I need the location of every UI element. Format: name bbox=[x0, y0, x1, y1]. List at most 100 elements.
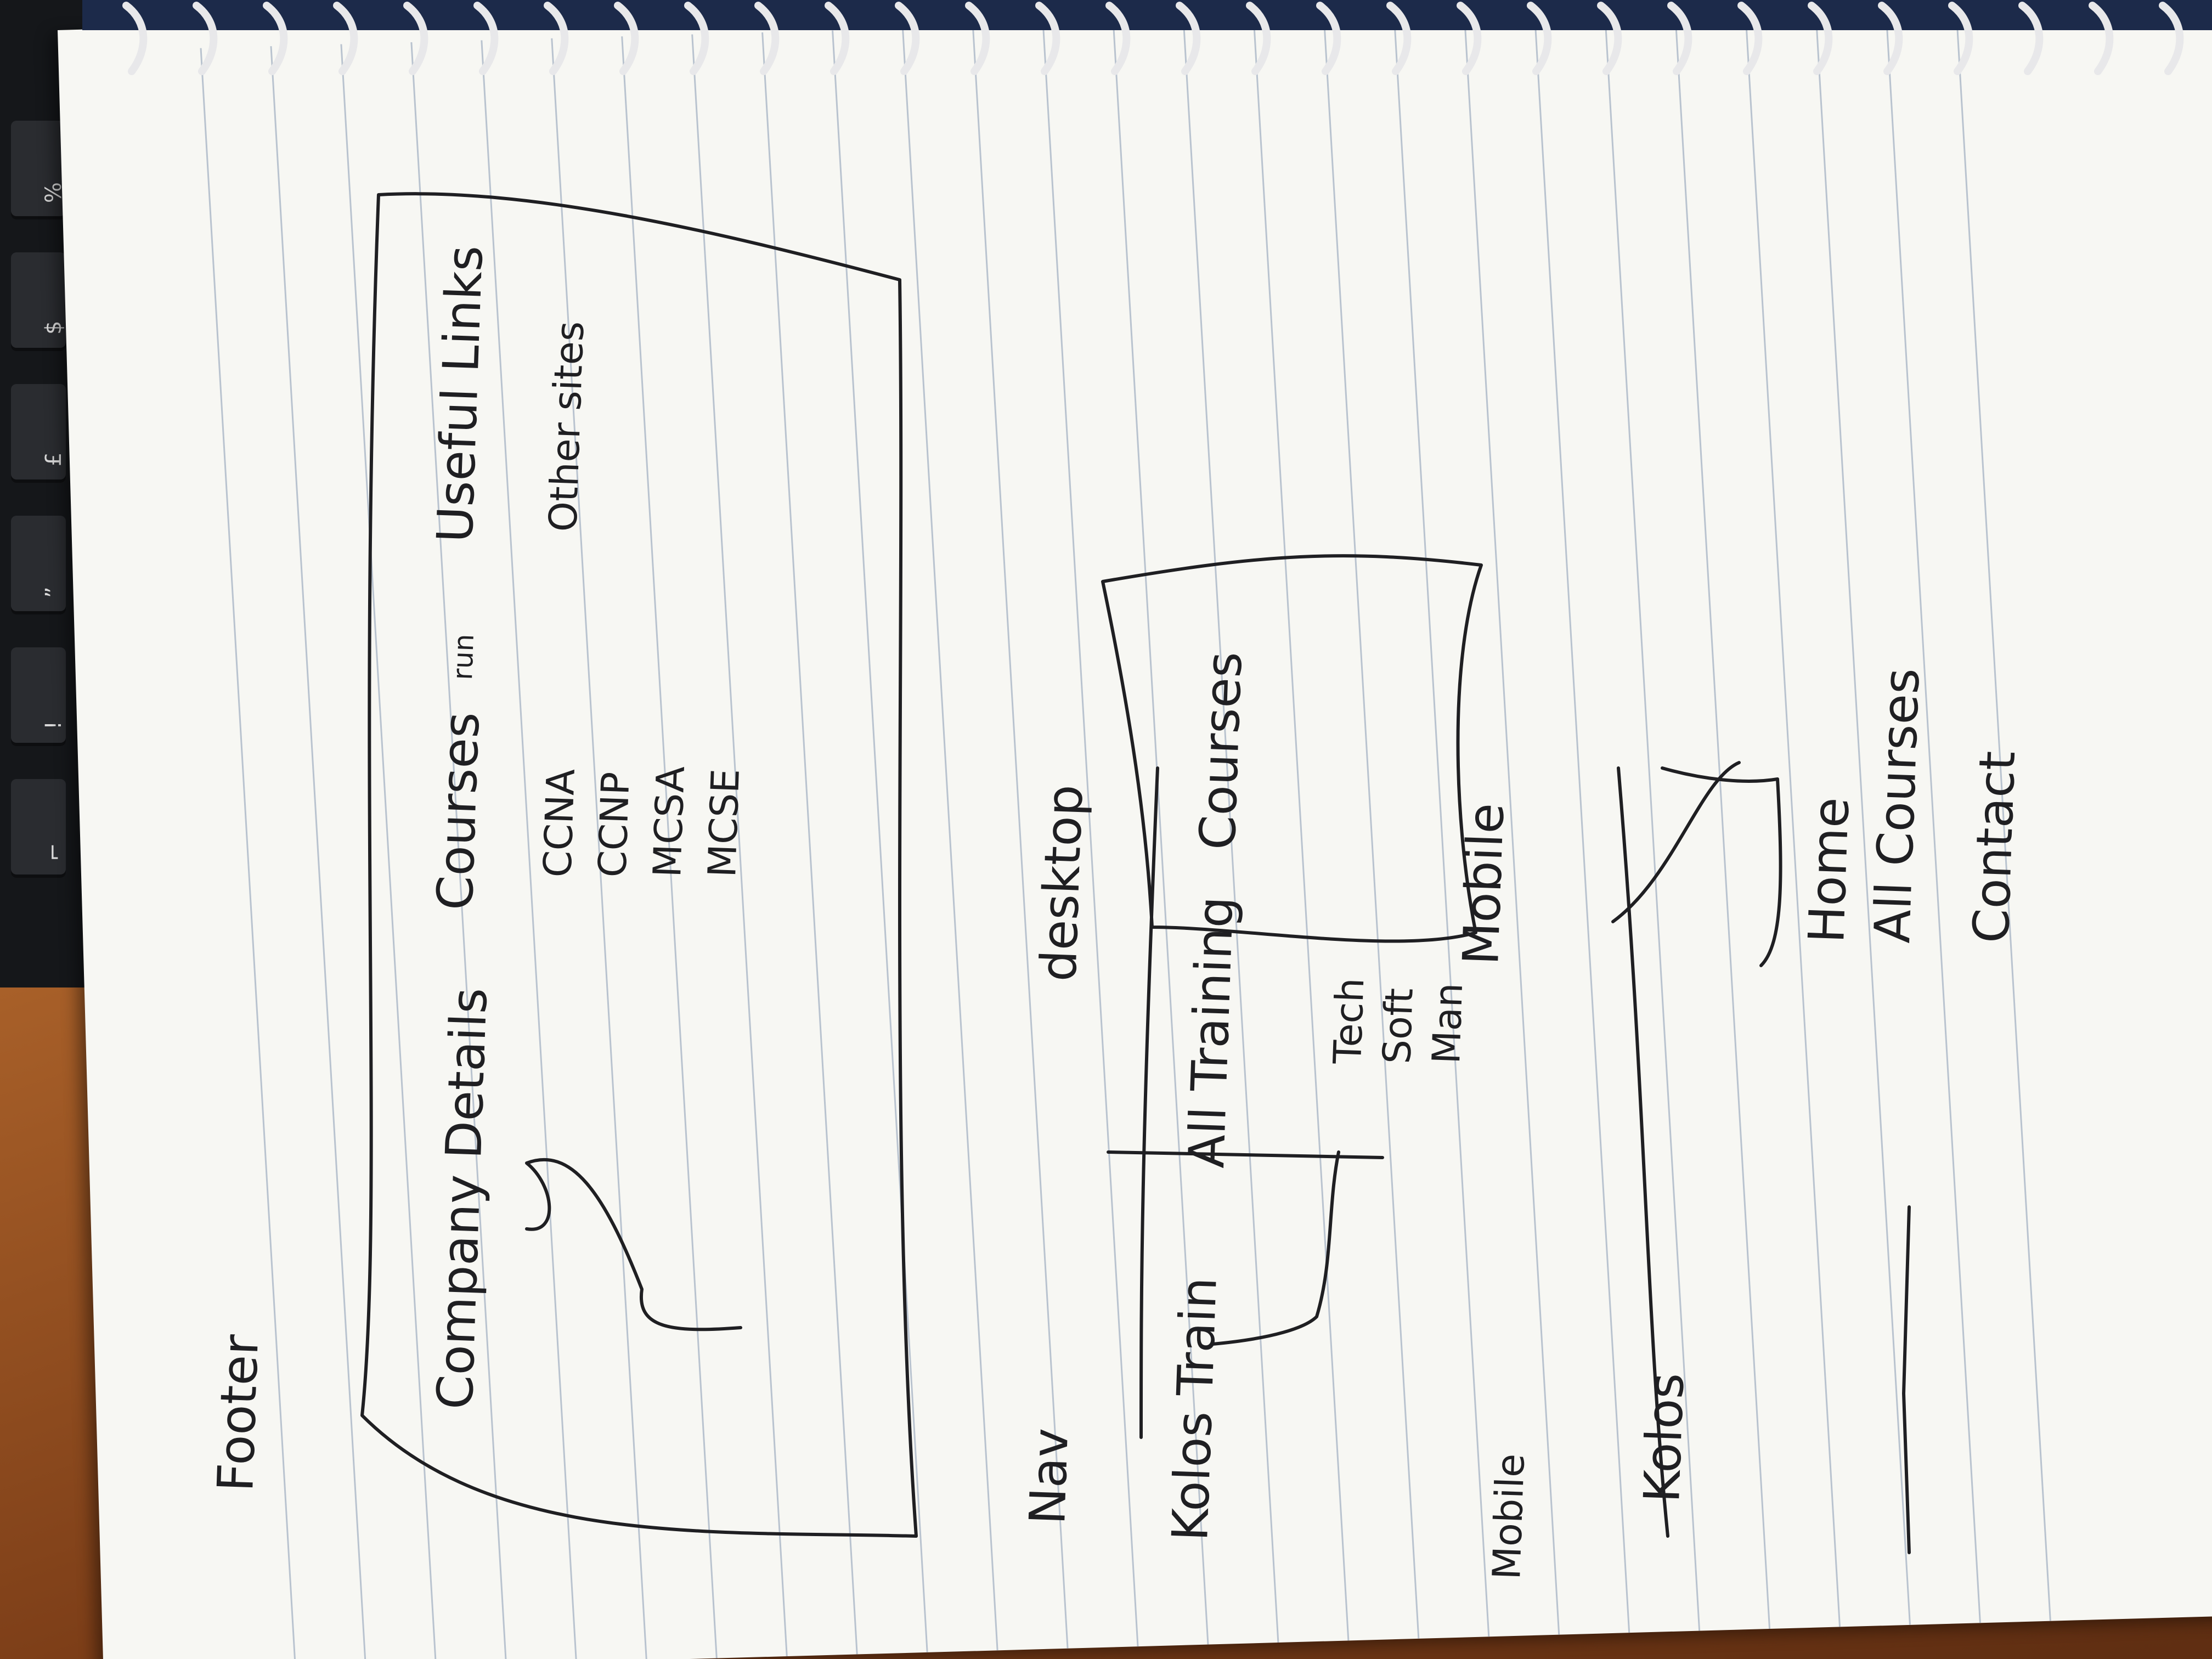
mobile-menu-box bbox=[1661, 766, 1782, 967]
nav-sub-item: Tech bbox=[1325, 977, 1373, 1065]
nav-sub-item: Man bbox=[1424, 982, 1471, 1064]
nav-vline bbox=[1139, 766, 1159, 1439]
nav-box bbox=[1101, 554, 1483, 943]
spiral-ring bbox=[1737, 2, 1763, 75]
spiral-ring bbox=[2159, 2, 2184, 75]
rule-line bbox=[1814, 3, 1911, 1625]
rule-line bbox=[200, 48, 297, 1659]
footer-col-company: Company Details bbox=[426, 987, 499, 1410]
rule-line bbox=[902, 28, 998, 1651]
keyboard-key: ” bbox=[11, 516, 66, 614]
rule-line bbox=[832, 30, 928, 1652]
spiral-ring bbox=[965, 2, 990, 75]
rule-line bbox=[621, 36, 718, 1658]
spiral-ring bbox=[122, 2, 148, 75]
spiral-ring bbox=[1457, 2, 1482, 75]
course-code: MCSA bbox=[645, 765, 693, 878]
spiral-ring bbox=[403, 2, 428, 75]
mobile-menu-item: All Courses bbox=[1864, 667, 1931, 944]
rule-line bbox=[1604, 9, 1701, 1631]
dropdown-line bbox=[1211, 1150, 1340, 1346]
nav-mode: desktop bbox=[1030, 783, 1094, 982]
rule-line bbox=[410, 42, 507, 1659]
nav-active-item: All Training bbox=[1178, 895, 1245, 1169]
spiral-ring bbox=[1878, 2, 1903, 75]
keyboard-key: £ bbox=[11, 384, 66, 483]
spiral-ring bbox=[684, 2, 709, 75]
rule-line bbox=[1744, 5, 1841, 1627]
ruled-lines bbox=[200, 0, 2051, 1659]
mobile-label: Mobile bbox=[1452, 802, 1515, 966]
spiral-ring bbox=[754, 2, 780, 75]
mobile-logo: Kolos bbox=[1633, 1372, 1695, 1504]
rule-line bbox=[1533, 10, 1630, 1633]
spiral-ring bbox=[1948, 2, 1973, 75]
rule-line bbox=[1323, 16, 1420, 1639]
course-code: CCNP bbox=[590, 771, 639, 878]
rule-line bbox=[481, 40, 577, 1659]
spiral-ring bbox=[473, 2, 499, 75]
keyboard-key: ⌐ bbox=[11, 779, 66, 878]
spiral-ring bbox=[825, 2, 850, 75]
heading-footer: Footer bbox=[207, 1334, 270, 1493]
keyboard-key: $ bbox=[11, 252, 66, 351]
rule-line bbox=[1884, 1, 1981, 1623]
useful-link: Other sites bbox=[540, 320, 592, 533]
footer-col-links: Useful Links bbox=[426, 245, 494, 544]
keyboard-key: ! bbox=[11, 647, 66, 746]
rule-line bbox=[270, 46, 367, 1659]
course-code: CCNA bbox=[535, 768, 584, 878]
spiral-ring bbox=[895, 2, 920, 75]
mobile-label: Mobile bbox=[1484, 1453, 1533, 1580]
spiral-binding bbox=[82, 0, 2212, 75]
notebook-cover-edge bbox=[82, 0, 2212, 30]
footer-col-courses-note: run bbox=[447, 634, 480, 681]
spiral-ring bbox=[333, 2, 358, 75]
rule-line bbox=[1463, 13, 1560, 1635]
keyboard-key: % bbox=[11, 121, 66, 219]
rule-line bbox=[1042, 24, 1139, 1647]
spiral-ring bbox=[1527, 2, 1552, 75]
nav-courses-button: Courses bbox=[1189, 651, 1254, 851]
mobile-box-left bbox=[1617, 766, 1669, 1538]
spiral-ring bbox=[1386, 2, 1412, 75]
footer-box bbox=[360, 192, 918, 1538]
spiral-ring bbox=[544, 2, 569, 75]
mobile-box-top bbox=[1611, 761, 1741, 923]
spiral-ring bbox=[1105, 2, 1131, 75]
rule-line bbox=[1955, 0, 2051, 1621]
heading-nav: Nav bbox=[1019, 1427, 1080, 1525]
rule-line bbox=[972, 26, 1069, 1649]
spiral-ring bbox=[2089, 2, 2114, 75]
rule-line bbox=[1674, 7, 1771, 1629]
footer-col-courses: Courses bbox=[426, 711, 491, 911]
rule-line bbox=[691, 34, 788, 1657]
spiral-ring bbox=[1808, 2, 1833, 75]
spiral-ring bbox=[1035, 2, 1060, 75]
spiral-ring bbox=[193, 2, 218, 75]
course-code: MCSE bbox=[699, 768, 748, 878]
company-brace bbox=[525, 1158, 742, 1331]
rule-line bbox=[1112, 22, 1209, 1645]
spiral-ring bbox=[1246, 2, 1271, 75]
mobile-box-right bbox=[1902, 1205, 1911, 1554]
spiral-ring bbox=[1667, 2, 1692, 75]
rule-line bbox=[1252, 19, 1350, 1641]
spiral-ring bbox=[1597, 2, 1622, 75]
rule-line bbox=[761, 32, 858, 1655]
nav-divider bbox=[1107, 1150, 1384, 1159]
spiral-ring bbox=[614, 2, 639, 75]
spiral-ring bbox=[1176, 2, 1201, 75]
rule-line bbox=[340, 44, 437, 1659]
mobile-menu-item: Contact bbox=[1962, 750, 2027, 944]
spiral-ring bbox=[263, 2, 288, 75]
rule-line bbox=[1182, 20, 1279, 1643]
nav-brand: Kolos Train bbox=[1161, 1276, 1228, 1542]
spiral-ring bbox=[2018, 2, 2044, 75]
notebook-page bbox=[58, 0, 2212, 1659]
mobile-menu-item: Home bbox=[1798, 796, 1860, 944]
rule-line bbox=[1393, 14, 1490, 1637]
spiral-ring bbox=[1316, 2, 1341, 75]
